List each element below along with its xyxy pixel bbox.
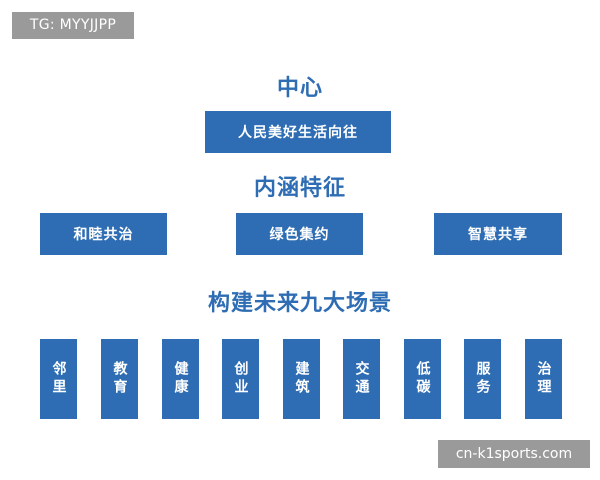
watermark-bottom: cn-k1sports.com bbox=[438, 440, 590, 468]
center-box: 人民美好生活向往 bbox=[205, 111, 391, 153]
watermark-top: TG: MYYJJPP bbox=[12, 12, 134, 39]
scene-box-3: 健康 bbox=[162, 339, 199, 419]
scene-box-1: 邻里 bbox=[40, 339, 77, 419]
scene-box-2: 教育 bbox=[101, 339, 138, 419]
scene-box-8: 服务 bbox=[464, 339, 501, 419]
scene-box-5: 建筑 bbox=[283, 339, 320, 419]
scene-box-4: 创业 bbox=[222, 339, 259, 419]
scene-box-7: 低碳 bbox=[404, 339, 441, 419]
scene-box-6: 交通 bbox=[343, 339, 380, 419]
scenes-heading: 构建未来九大场景 bbox=[207, 291, 392, 316]
center-heading: 中心 bbox=[276, 76, 323, 101]
feature-box-1: 和睦共治 bbox=[40, 213, 167, 255]
features-heading: 内涵特征 bbox=[253, 176, 346, 201]
scene-box-9: 治理 bbox=[525, 339, 562, 419]
feature-box-2: 绿色集约 bbox=[236, 213, 363, 255]
feature-box-3: 智慧共享 bbox=[434, 213, 562, 255]
